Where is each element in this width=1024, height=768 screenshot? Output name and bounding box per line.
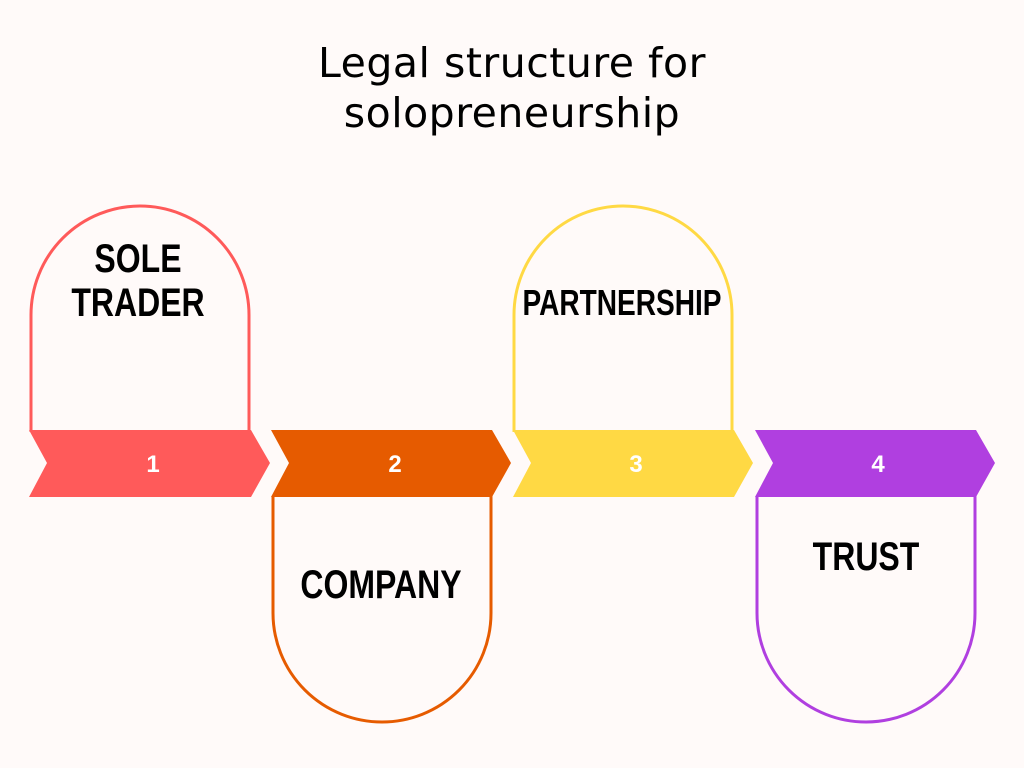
step-3-label-line-1: PARTNERSHIP [522,283,721,323]
step-1-card [29,204,251,432]
step-3-number: 3 [629,451,642,478]
step-3: 3 PARTNERSHIP [512,204,753,497]
step-1: 1 SOLE TRADER [29,204,270,497]
diagram-title: Legal structure for solopreneurship [0,38,1024,138]
step-2-arrow [271,430,511,497]
step-4-card [755,496,977,724]
step-1-arrow [29,430,270,497]
step-2: 2 COMPANY [271,430,511,724]
title-line-1: Legal structure for [318,39,706,87]
step-3-arrow [513,430,753,497]
step-2-number: 2 [388,451,401,478]
step-1-label-line-1: SOLE [94,236,181,281]
step-2-card [271,496,493,724]
step-1-label-line-2: TRADER [71,280,204,325]
step-4: 4 TRUST [755,430,995,724]
step-4-label-line-1: TRUST [813,534,920,579]
step-2-label-line-1: COMPANY [300,562,461,607]
step-1-number: 1 [146,451,159,478]
step-4-arrow [755,430,995,497]
step-3-card [512,204,734,432]
title-line-2: solopreneurship [343,89,681,137]
step-4-number: 4 [871,451,885,478]
